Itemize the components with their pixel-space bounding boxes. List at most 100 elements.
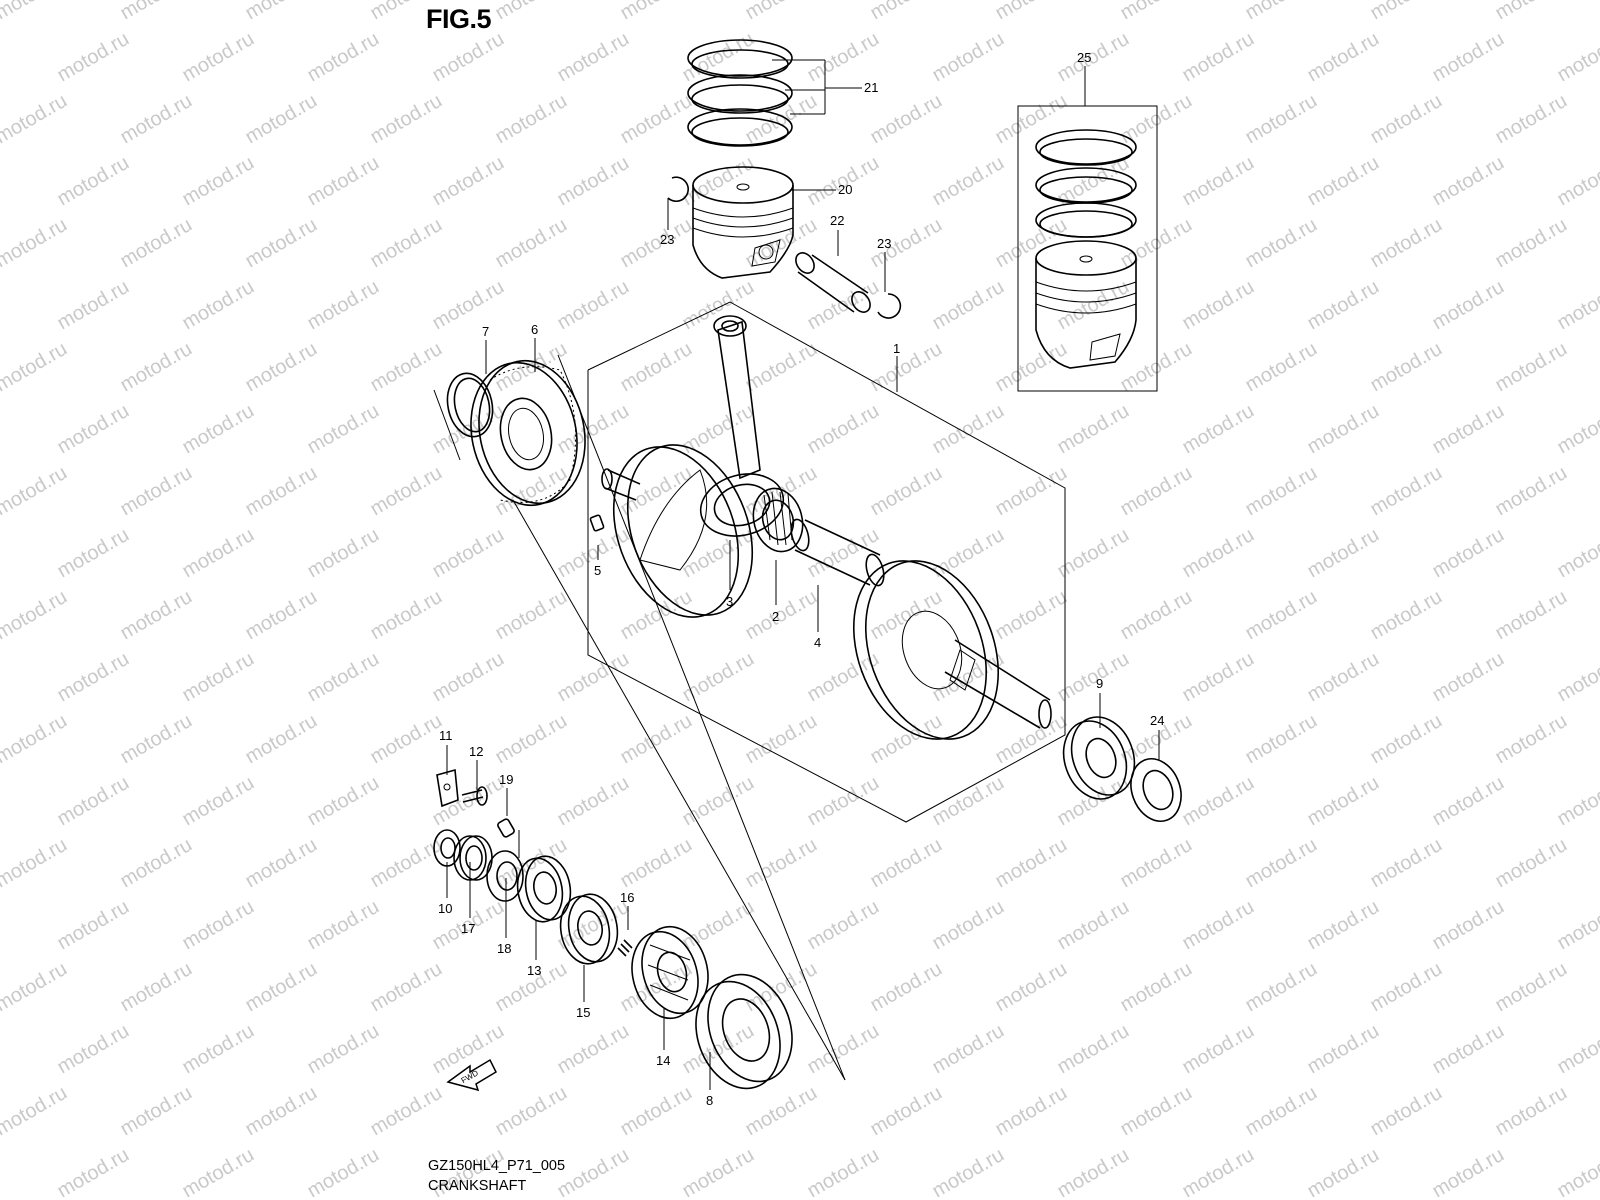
figure-name: CRANKSHAFT xyxy=(428,1178,527,1194)
watermark-text: motod.ru xyxy=(1117,0,1196,24)
watermark-text: motod.ru xyxy=(867,586,946,645)
watermark-text: motod.ru xyxy=(1554,276,1600,335)
gear-6 xyxy=(470,359,586,507)
callout-24: 24 xyxy=(1150,713,1164,728)
watermark-text: motod.ru xyxy=(742,586,821,645)
watermark-text: motod.ru xyxy=(492,0,571,24)
watermark-text: motod.ru xyxy=(54,276,133,335)
watermark-text: motod.ru xyxy=(0,586,71,645)
watermark-text: motod.ru xyxy=(429,28,508,87)
watermark-text: motod.ru xyxy=(679,896,758,955)
watermark-text: motod.ru xyxy=(679,1020,758,1079)
watermark-text: motod.ru xyxy=(1492,958,1571,1017)
bearing-8 xyxy=(695,973,793,1090)
watermark-text: motod.ru xyxy=(492,710,571,769)
watermark-text: motod.ru xyxy=(242,710,321,769)
watermark-text: motod.ru xyxy=(1304,276,1383,335)
watermark-text: motod.ru xyxy=(1492,710,1571,769)
watermark-text: motod.ru xyxy=(1492,338,1571,397)
watermark-text: motod.ru xyxy=(929,524,1008,583)
watermark-text: motod.ru xyxy=(367,958,446,1017)
watermark-text: motod.ru xyxy=(1179,1144,1258,1200)
watermark-text: motod.ru xyxy=(929,152,1008,211)
watermark-text: motod.ru xyxy=(804,524,883,583)
watermark-text: motod.ru xyxy=(742,214,821,273)
figure-code: GZ150HL4_P71_005 xyxy=(428,1158,566,1174)
watermark-text: motod.ru xyxy=(367,586,446,645)
callout-3: 3 xyxy=(726,594,733,609)
watermark-text: motod.ru xyxy=(1179,772,1258,831)
watermark-text: motod.ru xyxy=(1429,772,1508,831)
figure-title: FIG.5 xyxy=(426,4,492,34)
washer-18 xyxy=(486,850,524,902)
watermark-text: motod.ru xyxy=(117,710,196,769)
watermark-text: motod.ru xyxy=(242,834,321,893)
callout-7: 7 xyxy=(482,324,489,339)
watermark-text: motod.ru xyxy=(1429,1144,1508,1200)
watermark-text: motod.ru xyxy=(617,1082,696,1141)
watermark-text: motod.ru xyxy=(1179,152,1258,211)
callout-1: 1 xyxy=(893,341,900,356)
watermark-text: motod.ru xyxy=(54,1020,133,1079)
watermark-text: motod.ru xyxy=(929,1020,1008,1079)
watermark-text: motod.ru xyxy=(54,524,133,583)
watermark-text: motod.ru xyxy=(617,834,696,893)
leader-lines xyxy=(433,59,1160,1090)
watermark-text: motod.ru xyxy=(179,1144,258,1200)
watermark-text: motod.ru xyxy=(492,214,571,273)
watermark-text: motod.ru xyxy=(54,400,133,459)
watermark-text: motod.ru xyxy=(1179,276,1258,335)
callout-23-right: 23 xyxy=(877,236,891,251)
watermark-text: motod.ru xyxy=(742,710,821,769)
watermark-text: motod.ru xyxy=(1242,586,1321,645)
piston-kit-25 xyxy=(1035,129,1137,369)
watermark-text: motod.ru xyxy=(1429,524,1508,583)
callout-14: 14 xyxy=(656,1053,670,1068)
watermark-text: motod.ru xyxy=(554,276,633,335)
watermark-text: motod.ru xyxy=(617,0,696,24)
watermark-text: motod.ru xyxy=(617,586,696,645)
watermark-text: motod.ru xyxy=(304,1144,383,1200)
watermark-text: motod.ru xyxy=(54,896,133,955)
callout-11: 11 xyxy=(439,728,453,743)
watermark-text: motod.ru xyxy=(992,834,1071,893)
watermark-text: motod.ru xyxy=(1492,586,1571,645)
callout-22: 22 xyxy=(830,213,844,228)
watermark-text: motod.ru xyxy=(1554,1144,1600,1200)
watermark-text: motod.ru xyxy=(1054,400,1133,459)
watermark-text: motod.ru xyxy=(1179,1020,1258,1079)
watermark-text: motod.ru xyxy=(1429,400,1508,459)
watermark-text: motod.ru xyxy=(867,338,946,397)
watermark-text: motod.ru xyxy=(992,338,1071,397)
watermark-text: motod.ru xyxy=(429,648,508,707)
watermark-text: motod.ru xyxy=(242,214,321,273)
watermark-text: motod.ru xyxy=(1367,338,1446,397)
watermark-text: motod.ru xyxy=(1117,834,1196,893)
bolt-12 xyxy=(461,786,488,806)
watermark-text: motod.ru xyxy=(367,1082,446,1141)
piston-rings-21 xyxy=(687,39,793,147)
watermark-text: motod.ru xyxy=(179,896,258,955)
watermark-text: motod.ru xyxy=(0,710,71,769)
watermark-text: motod.ru xyxy=(1367,710,1446,769)
watermark-text: motod.ru xyxy=(117,958,196,1017)
watermark-text: motod.ru xyxy=(117,586,196,645)
watermark-text: motod.ru xyxy=(554,400,633,459)
watermark-text: motod.ru xyxy=(617,710,696,769)
shim-24 xyxy=(1130,758,1182,822)
watermark-text: motod.ru xyxy=(179,152,258,211)
watermark-text: motod.ru xyxy=(992,90,1071,149)
watermark-text: motod.ru xyxy=(1117,1082,1196,1141)
watermark-text: motod.ru xyxy=(804,28,883,87)
watermark-text: motod.ru xyxy=(929,276,1008,335)
watermark-text: motod.ru xyxy=(867,90,946,149)
watermark-text: motod.ru xyxy=(1492,214,1571,273)
watermark-text: motod.ru xyxy=(117,1082,196,1141)
watermark-text: motod.ru xyxy=(179,400,258,459)
watermark-text: motod.ru xyxy=(304,772,383,831)
watermark-text: motod.ru xyxy=(304,152,383,211)
watermark-text: motod.ru xyxy=(804,1144,883,1200)
watermark-text: motod.ru xyxy=(1304,1020,1383,1079)
watermark-text: motod.ru xyxy=(1304,28,1383,87)
